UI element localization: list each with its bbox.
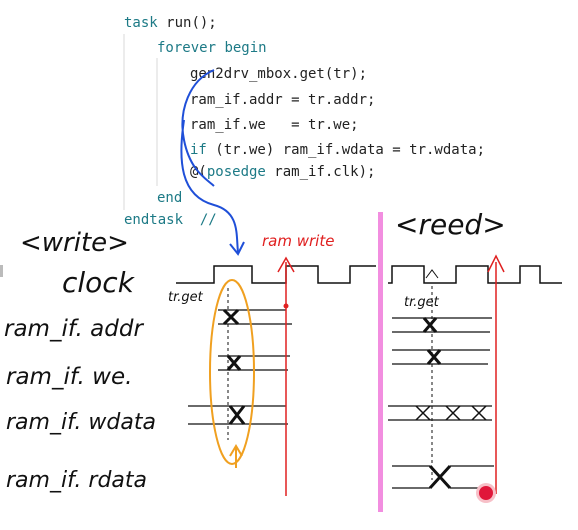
right-dashed-arrow — [425, 269, 439, 279]
clock-wave-right — [388, 265, 562, 284]
clock-wave-left — [176, 265, 376, 284]
addr-transition — [222, 308, 240, 326]
code-line-if: if (tr.we) ram_if.wdata = tr.wdata; — [190, 142, 486, 158]
code-line-forever: forever begin — [157, 40, 267, 56]
orange-arrow — [229, 444, 243, 468]
code-line-task: task run(); — [124, 15, 217, 31]
read-wdata-dontcare — [415, 405, 487, 421]
addr-label: ram_if. addr — [4, 316, 143, 342]
blue-arrow-head — [229, 241, 245, 256]
red-dot-left — [283, 303, 289, 309]
code-line-mbox-get: gen2drv_mbox.get(tr); — [190, 66, 368, 82]
code-line-addr: ram_if.addr = tr.addr; — [190, 92, 376, 108]
wdata-transition — [228, 405, 246, 425]
code-line-end: end — [157, 190, 183, 206]
section-divider — [378, 212, 383, 512]
edge-marker — [0, 265, 3, 277]
left-signal-lines — [188, 309, 292, 425]
trget-left-label: tr.get — [168, 290, 203, 305]
write-section-label: <write> — [20, 228, 129, 258]
wdata-label: ram_if. wdata — [6, 410, 156, 435]
code-line-endtask: endtask // — [124, 212, 217, 228]
trget-right-label: tr.get — [404, 295, 439, 310]
right-signal-lines — [388, 317, 494, 489]
read-addr-transition — [422, 317, 438, 333]
rdata-transition — [428, 464, 452, 490]
red-arrow-right — [487, 254, 505, 273]
blue-arrow-path — [180, 69, 239, 253]
orange-highlight — [209, 279, 255, 465]
we-transition — [226, 355, 242, 371]
we-label: ram_if. we. — [6, 364, 133, 390]
clock-label: clock — [62, 266, 134, 299]
red-arrow-left — [277, 256, 295, 273]
record-dot — [479, 486, 493, 500]
code-line-we: ram_if.we = tr.we; — [190, 117, 359, 133]
read-we-transition — [426, 349, 442, 365]
ram-write-note: ram write — [262, 232, 335, 250]
read-section-label: <reed> — [395, 208, 506, 241]
rdata-label: ram_if. rdata — [6, 468, 148, 493]
